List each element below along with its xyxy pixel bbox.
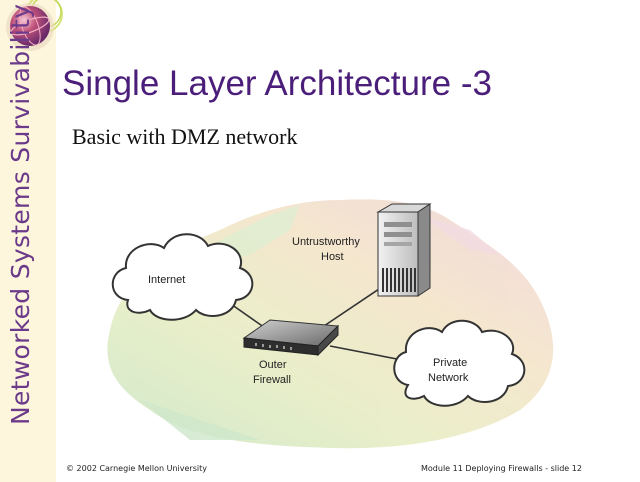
slide-title: Single Layer Architecture -3 bbox=[62, 64, 492, 103]
link-firewall-host bbox=[317, 284, 386, 331]
private-network-label-line2: Network bbox=[428, 372, 469, 384]
globe-logo-icon bbox=[6, 0, 63, 51]
link-internet-firewall bbox=[227, 301, 269, 331]
footer-copyright: © 2002 Carnegie Mellon University bbox=[66, 464, 207, 473]
slide-subtitle: Basic with DMZ network bbox=[72, 124, 298, 149]
untrusted-host-label-line2: Host bbox=[321, 251, 344, 263]
footer-module: Module 11 Deploying Firewalls - slide 12 bbox=[421, 464, 582, 473]
firewall-label-line1: Outer bbox=[259, 359, 287, 371]
private-network-cloud: Private Network bbox=[393, 319, 526, 407]
sidebar: Networked Systems Survivability bbox=[0, 0, 63, 482]
firewall-device-icon bbox=[242, 319, 340, 357]
network-links bbox=[227, 284, 403, 361]
internet-cloud: Internet bbox=[111, 233, 254, 321]
private-network-label-line1: Private bbox=[433, 357, 467, 369]
untrusted-host-label-line1: Untrustworthy bbox=[292, 236, 360, 248]
firewall-label-line2: Firewall bbox=[253, 374, 291, 386]
internet-label: Internet bbox=[148, 274, 185, 286]
link-firewall-private bbox=[329, 345, 403, 361]
untrustworthy-host-server-icon bbox=[376, 203, 432, 297]
